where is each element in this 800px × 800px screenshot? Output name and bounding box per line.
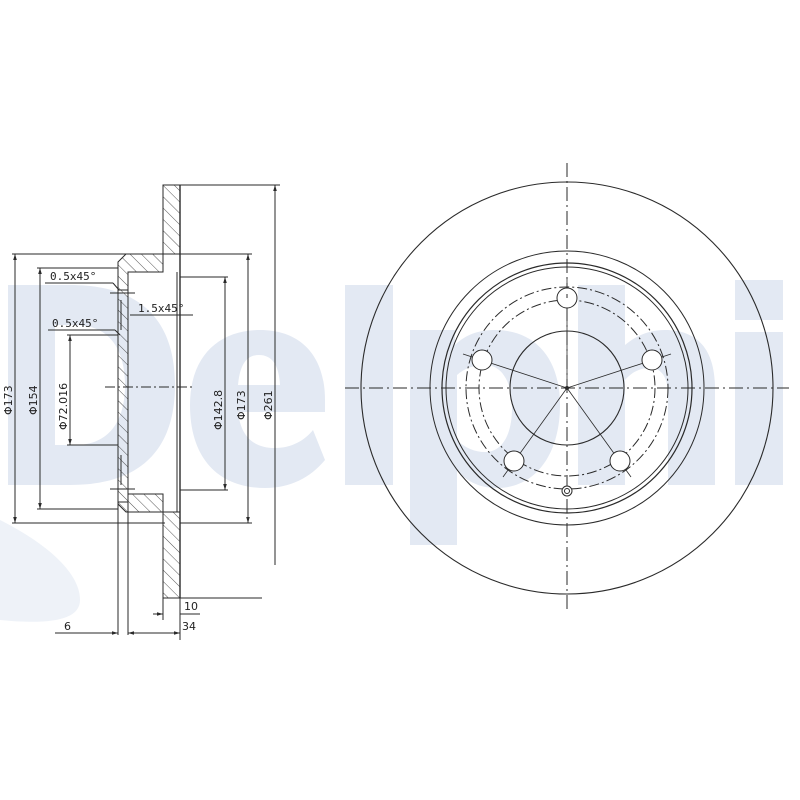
front-view (345, 163, 789, 613)
dim-label-phi72: Φ72.016 (57, 383, 70, 430)
dim-label-phi142: Φ142.8 (212, 390, 225, 430)
bolt-hole-upper-right (641, 349, 663, 371)
hat-top (117, 253, 164, 291)
dim-label-wall: 6 (64, 620, 71, 633)
bolt-holes (471, 287, 663, 472)
dim-label-thickness: 10 (184, 600, 198, 613)
hub-wall (117, 289, 129, 503)
friction-ring-bottom (162, 511, 181, 599)
locating-hole (561, 485, 573, 497)
dim-label-phi173-left: Φ173 (2, 385, 15, 415)
dim-label-height: 34 (182, 620, 196, 633)
chamfer-label-low: 0.5x45° (52, 317, 98, 330)
dim-label-phi154: Φ154 (27, 385, 40, 415)
hat-ring-mid (441, 262, 693, 514)
hat-ring-outer (429, 250, 705, 526)
cross-section-view (12, 184, 280, 640)
hat-bottom (117, 493, 164, 513)
chamfer-label-top: 0.5x45° (50, 270, 96, 283)
bolt-hole-upper-left (471, 349, 493, 371)
bolt-hole-lower-left (503, 450, 525, 472)
chamfer-label-mid: 1.5x45° (138, 302, 184, 315)
dim-label-phi261: Φ261 (262, 390, 275, 420)
bolt-hole-lower-right (609, 450, 631, 472)
disc-outer-edge (360, 181, 774, 595)
friction-ring-top (162, 184, 181, 255)
cross-section-labels: 0.5x45° 1.5x45° 0.5x45° Φ173 Φ154 Φ72.01… (2, 270, 275, 633)
dim-label-phi173-right: Φ173 (235, 390, 248, 420)
hat-ring-inner (445, 266, 689, 510)
